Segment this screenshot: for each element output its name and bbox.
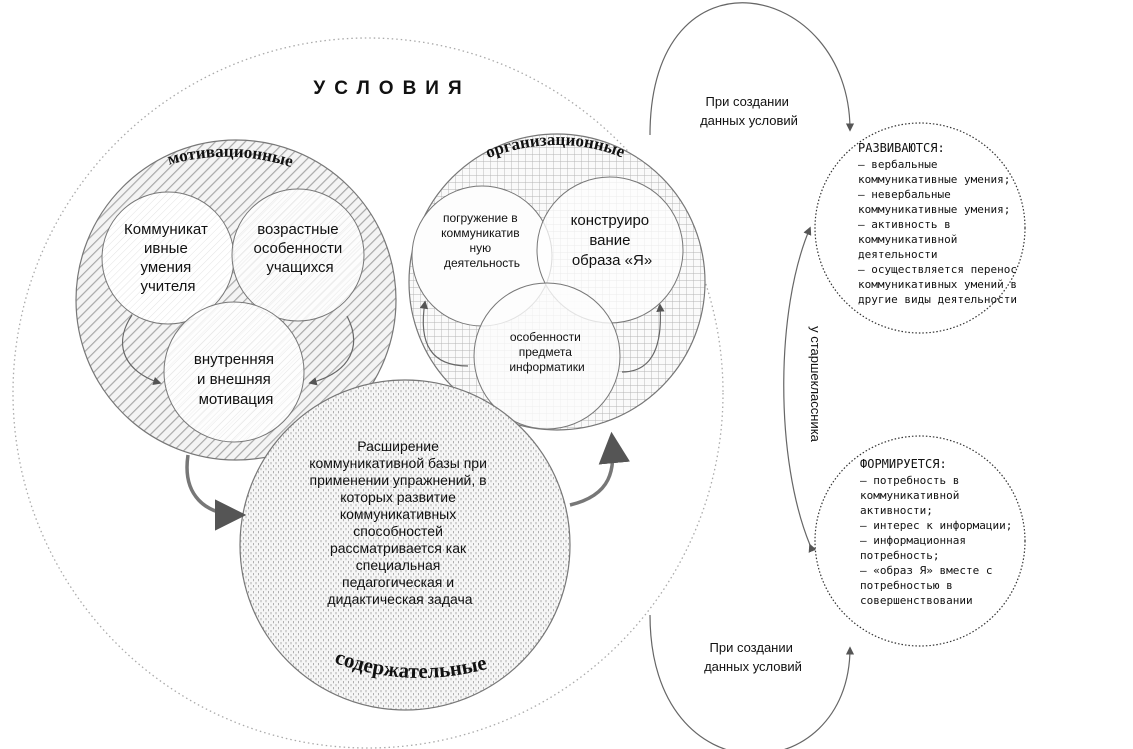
conditions-outer-circle bbox=[12, 37, 724, 749]
develop-circle bbox=[814, 122, 1026, 334]
top-loop-arc bbox=[649, 2, 855, 136]
content-to-organizational-arrow bbox=[569, 431, 631, 507]
vertical-connector-arc bbox=[783, 226, 817, 553]
content-description: Расширение коммуникативной базы при прим… bbox=[309, 438, 491, 607]
top-arrow-caption: При создании данных условий bbox=[700, 94, 798, 128]
motivational-item-teacher-skills: Коммуникат ивные умения учителя bbox=[124, 221, 212, 295]
motivational-item-1-circle bbox=[101, 191, 235, 325]
develop-list: РАЗВИВАЮТСЯ: — вербальные коммуникативны… bbox=[858, 141, 1024, 306]
motivational-item-age-features: возрастные особенности учащихся bbox=[254, 221, 347, 276]
form-list: ФОРМИРУЕТСЯ: — потребность в коммуникати… bbox=[860, 457, 1019, 607]
motivational-to-content-arrow bbox=[185, 454, 247, 531]
motivational-item-3-circle bbox=[163, 301, 305, 443]
org-left-arrow bbox=[419, 300, 469, 367]
mot-left-arrow bbox=[122, 314, 162, 385]
bottom-loop-arc bbox=[649, 614, 855, 749]
organizational-item-3-circle bbox=[473, 282, 621, 430]
content-circle bbox=[239, 379, 571, 711]
motivational-item-motivation: внутренняя и внешняя мотивация bbox=[194, 351, 278, 408]
motivational-item-2-circle bbox=[231, 188, 365, 322]
form-circle bbox=[814, 435, 1026, 647]
vertical-arrow-caption: у старшеклассника bbox=[808, 326, 823, 443]
diagram-title: УСЛОВИЯ bbox=[313, 78, 470, 99]
org-right-arrow bbox=[621, 303, 665, 373]
organizational-item-self-image: конструиро вание образа «Я» bbox=[571, 212, 654, 269]
bottom-arrow-caption: При создании данных условий bbox=[704, 640, 802, 674]
organizational-item-immersion: погружение в коммуникатив ную деятельнос… bbox=[441, 211, 523, 270]
organizational-item-subject-features: особенности предмета информатики bbox=[509, 330, 584, 374]
mot-right-arrow bbox=[308, 315, 355, 386]
